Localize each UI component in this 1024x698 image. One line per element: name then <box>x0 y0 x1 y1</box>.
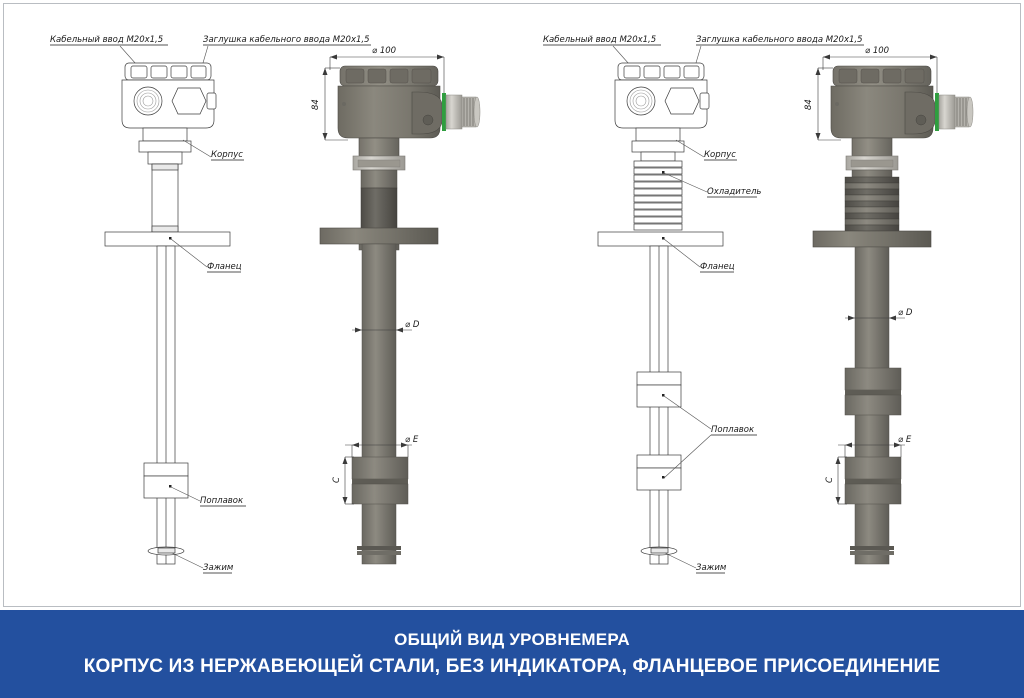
float-render-v2 <box>351 456 409 505</box>
view-1-line-art: Кабельный ввод M20x1,5 Заглушка кабельно… <box>50 35 371 574</box>
cooler-render-v4 <box>844 169 900 232</box>
dim-text: C <box>825 477 835 483</box>
dim-text: ⌀ E <box>898 435 912 445</box>
cooler-line-art-v3 <box>633 151 683 231</box>
label-text: Корпус <box>211 150 243 160</box>
label-text: Фланец <box>207 262 242 272</box>
dim-text: C <box>332 477 342 483</box>
banner-line-1: ОБЩИЙ ВИД УРОВНЕМЕРА <box>394 630 630 649</box>
dim-text: ⌀ D <box>405 320 420 330</box>
banner-line-2: КОРПУС ИЗ НЕРЖАВЕЮЩЕЙ СТАЛИ, БЕЗ ИНДИКАТ… <box>83 656 941 677</box>
label-text: Зажим <box>203 563 234 573</box>
label-flange-v1: Фланец <box>169 237 242 273</box>
drawing-canvas: Кабельный ввод M20x1,5 Заглушка кабельно… <box>50 35 974 574</box>
view-4-render: ⌀ 100 84 <box>804 46 974 565</box>
clamp-line-art-v3 <box>640 546 678 556</box>
view-3-line-art: Кабельный ввод M20x1,5 Заглушка кабельно… <box>543 35 864 574</box>
label-float-v3: Поплавок <box>662 394 757 479</box>
float-render-v4 <box>844 367 902 505</box>
title-banner: ОБЩИЙ ВИД УРОВНЕМЕРА КОРПУС ИЗ НЕРЖАВЕЮЩ… <box>0 610 1024 698</box>
label-flange-v3: Фланец <box>662 237 735 273</box>
label-text: Охладитель <box>707 187 761 197</box>
stem-line-art-v1 <box>147 151 183 239</box>
label-text: Кабельный ввод M20x1,5 <box>50 35 163 45</box>
label-housing-v1: Корпус <box>182 139 244 161</box>
label-housing-v3: Корпус <box>675 139 737 161</box>
label-text: Заглушка кабельного ввода M20x1,5 <box>696 35 863 45</box>
clamp-line-art-v1 <box>147 546 185 556</box>
dim-housing-height-v4: 84 <box>804 67 841 141</box>
flange-line-art-v1 <box>104 231 231 565</box>
label-text: Зажим <box>696 563 727 573</box>
dim-float-diameter-v2: ⌀ E <box>345 435 419 457</box>
label-clamp-v3: Зажим <box>664 552 727 574</box>
dim-housing-height-v2: 84 <box>311 67 348 141</box>
label-float-v1: Поплавок <box>169 485 246 507</box>
clamp-render-v4 <box>850 546 894 555</box>
housing-render-v2 <box>337 65 481 171</box>
float-line-art-v3 <box>636 371 682 491</box>
label-text: Поплавок <box>200 496 244 506</box>
label-clamp-v1: Зажим <box>171 552 234 574</box>
dim-text: ⌀ D <box>898 308 913 318</box>
view-2-render: ⌀ 100 84 <box>311 46 481 565</box>
dim-text: 84 <box>804 99 814 110</box>
float-line-art-v1 <box>143 462 189 499</box>
label-text: Кабельный ввод M20x1,5 <box>543 35 656 45</box>
label-text: Поплавок <box>711 425 755 435</box>
label-cooler-v3: Охладитель <box>662 171 761 198</box>
dim-float-height-v4: C <box>825 456 847 505</box>
dim-rod-diameter-v2: ⌀ D <box>352 320 420 333</box>
dim-float-diameter-v4: ⌀ E <box>838 435 912 457</box>
housing-line-art-v1 <box>121 62 217 153</box>
dim-housing-diameter-v2: ⌀ 100 <box>329 46 445 97</box>
label-text: Фланец <box>700 262 735 272</box>
housing-render-v4 <box>830 65 974 171</box>
dim-float-height-v2: C <box>332 456 354 505</box>
housing-line-art-v3 <box>614 62 710 153</box>
dim-text: ⌀ 100 <box>372 46 396 56</box>
label-text: Заглушка кабельного ввода M20x1,5 <box>203 35 370 45</box>
dim-text: ⌀ 100 <box>865 46 889 56</box>
clamp-render-v2 <box>357 546 401 555</box>
dim-text: ⌀ E <box>405 435 419 445</box>
stem-render-v2 <box>319 169 439 565</box>
dim-rod-diameter-v4: ⌀ D <box>845 308 913 321</box>
label-text: Корпус <box>704 150 736 160</box>
dim-text: 84 <box>311 99 321 110</box>
